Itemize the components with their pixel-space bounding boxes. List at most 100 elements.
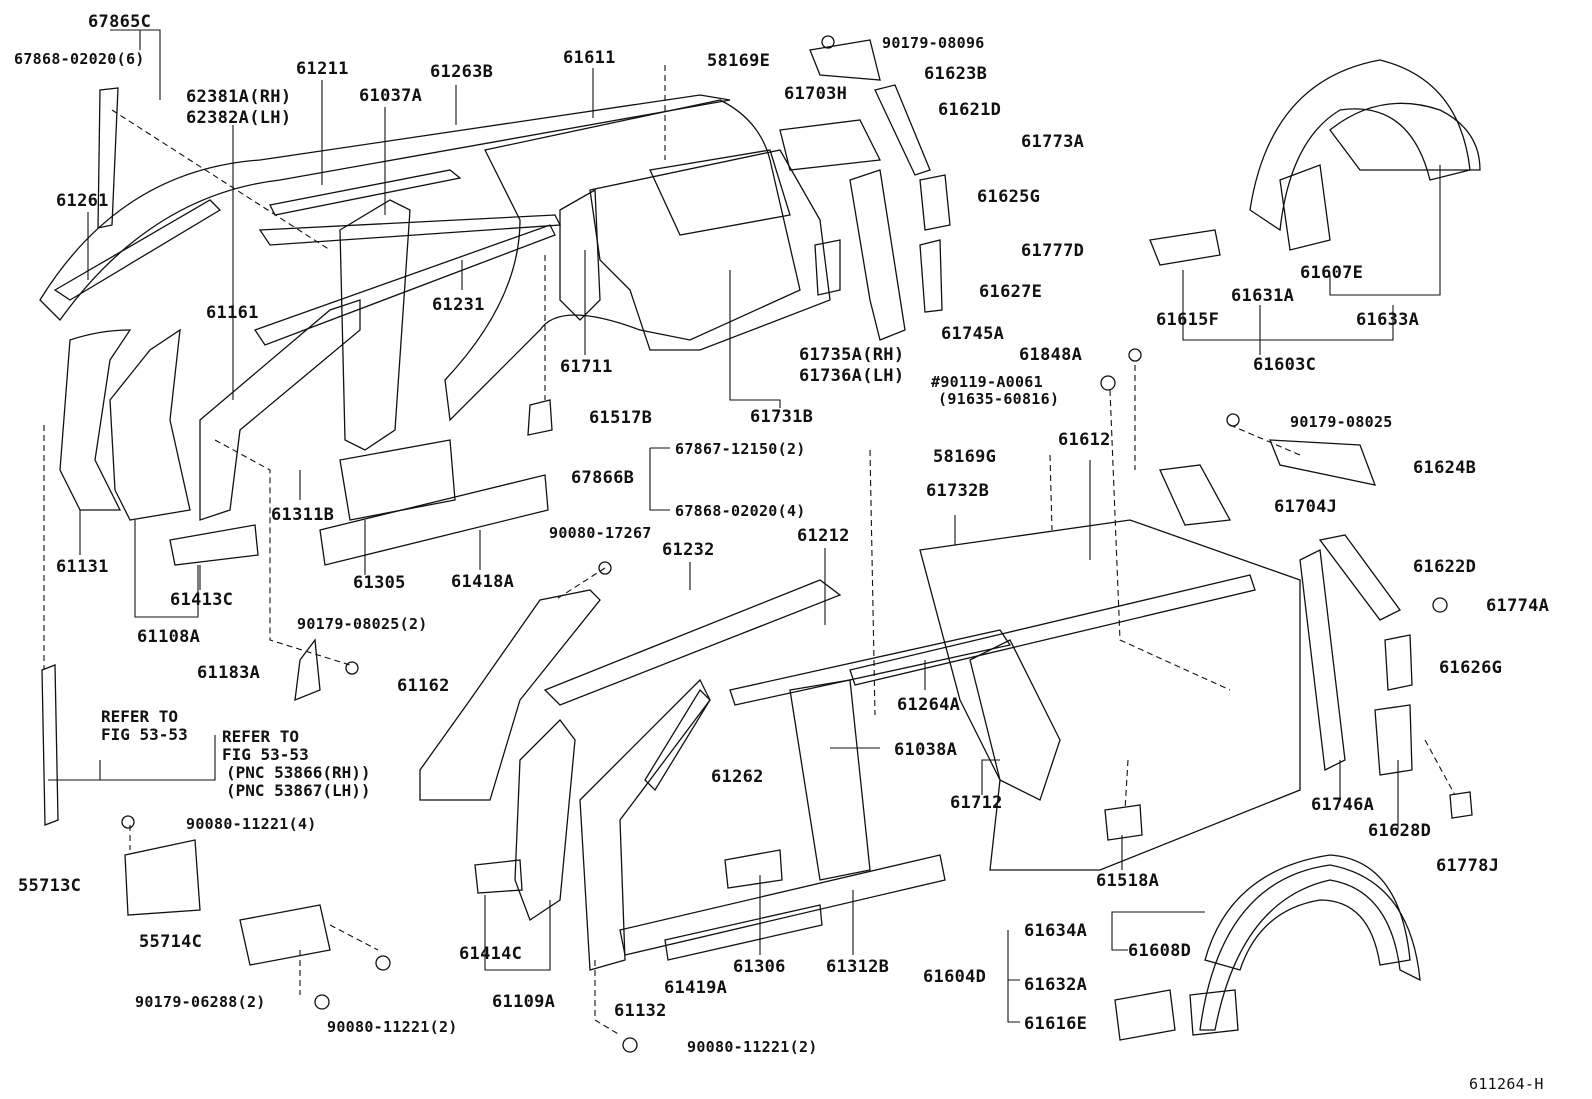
wheel-house-61633A	[1249, 59, 1471, 232]
label-90179-08096: 90179-08096	[882, 34, 985, 52]
bracket-61625G	[919, 174, 951, 231]
bracket-61616E	[1114, 989, 1176, 1041]
label-90080-11221-2a: 90080-11221(2)	[327, 1018, 458, 1036]
clip-61848A	[1128, 348, 1142, 362]
label-61414C: 61414C	[459, 944, 523, 964]
label-61631A: 61631A	[1231, 286, 1295, 306]
label-67866B: 67866B	[571, 468, 635, 488]
label-61306: 61306	[733, 957, 786, 977]
bracket-61626G	[1384, 634, 1413, 691]
label-61212: 61212	[797, 526, 850, 546]
label-61211: 61211	[296, 59, 349, 79]
roof-side-rail	[269, 169, 462, 216]
label-90179-08025: 90179-08025	[1290, 413, 1393, 431]
quarter-61732B	[919, 519, 1301, 871]
front-body-pillar	[109, 328, 191, 521]
bracket-61735A	[814, 239, 841, 296]
strip-61621D	[874, 84, 931, 176]
dash-10	[1229, 424, 1301, 456]
dash-14	[329, 924, 379, 951]
dash-17	[1124, 759, 1129, 811]
refer-note-b-line1: REFER TO	[222, 727, 300, 746]
bracket-61778J	[1449, 791, 1473, 819]
bolt-90080-11221-2a	[375, 955, 391, 971]
label-67865C: 67865C	[88, 12, 152, 32]
rocker-61418A	[319, 474, 549, 566]
window-opening	[649, 149, 791, 236]
label-61232: 61232	[662, 540, 715, 560]
label-67867-12150-2: 67867-12150(2)	[675, 440, 806, 458]
label-61774A: 61774A	[1486, 596, 1550, 616]
refer-note-b-line2: FIG 53-53	[222, 745, 309, 764]
leader-61634A	[1111, 911, 1205, 951]
bracket-61627E	[919, 239, 943, 313]
rocker-61419A	[664, 904, 823, 961]
label-61634A: 61634A	[1024, 921, 1088, 941]
label-61711: 61711	[560, 357, 613, 377]
label-61612: 61612	[1058, 430, 1111, 450]
refer-note-b-line3: (PNC 53866(RH))	[226, 763, 371, 782]
bracket-61615F	[1149, 229, 1221, 266]
nut-90179-08025	[1226, 413, 1240, 427]
label-62382A-LH: 62382A(LH)	[186, 108, 292, 128]
label-61312B: 61312B	[826, 957, 890, 977]
label-61736A-LH: 61736A(LH)	[799, 366, 905, 386]
label-61603C: 61603C	[1253, 355, 1317, 375]
rocker-61312B	[619, 854, 946, 956]
quarter-outer-upper	[444, 99, 801, 422]
label-61264A: 61264A	[897, 695, 961, 715]
label-61611: 61611	[563, 48, 616, 68]
label-61628D: 61628D	[1368, 821, 1432, 841]
bracket-61518A	[1104, 804, 1143, 841]
refer-note-b-line4: (PNC 53867(LH))	[226, 781, 371, 800]
leader-61731B	[729, 270, 781, 408]
bracket-67865C	[97, 87, 119, 229]
roof-rail-strip	[53, 199, 222, 301]
front-pillar-outer	[59, 329, 132, 511]
rail-61212	[729, 629, 1012, 706]
leader-67865C	[110, 29, 161, 100]
panel-61703H	[779, 119, 881, 171]
bracket-55714C	[239, 904, 331, 966]
label-90080-11221-4: 90080-11221(4)	[186, 815, 317, 833]
front-pillar-61109A	[514, 719, 576, 921]
label-61703H: 61703H	[784, 84, 848, 104]
leader-61109A	[484, 895, 551, 971]
panel-61624B	[1269, 439, 1377, 486]
label-61607E: 61607E	[1300, 263, 1364, 283]
label-61038A: 61038A	[894, 740, 958, 760]
label-61131: 61131	[56, 557, 109, 577]
label-61305: 61305	[353, 573, 406, 593]
nut-90179-06288	[314, 994, 330, 1010]
refer-note-a-line2: FIG 53-53	[101, 725, 188, 744]
label-61848A: 61848A	[1019, 345, 1083, 365]
label-61616E: 61616E	[1024, 1014, 1088, 1034]
pillar-61162	[419, 589, 601, 801]
front-pillar-61161	[199, 299, 361, 521]
pillar-61712	[969, 639, 1061, 801]
label-61261: 61261	[56, 191, 109, 211]
label-90080-17267: 90080-17267	[549, 524, 652, 542]
leader-61633A	[1329, 165, 1441, 296]
label-61109A: 61109A	[492, 992, 556, 1012]
dash-11	[554, 567, 606, 601]
label-55713C: 55713C	[18, 876, 82, 896]
bracket-61306	[724, 849, 783, 889]
side-outer-61132	[579, 678, 711, 971]
quarter-inner-upper	[589, 149, 831, 351]
bolt-90080-11221-4	[121, 815, 135, 829]
label-67868-02020-4: 67868-02020(4)	[675, 502, 806, 520]
label-61626G: 61626G	[1439, 658, 1503, 678]
leader-refer	[48, 735, 216, 781]
wheel-house-61607E	[1329, 102, 1481, 171]
bracket-61623B	[809, 39, 881, 81]
center-pillar-61038A	[789, 679, 871, 881]
rocker-61305	[339, 439, 456, 521]
label-90080-11221-2b: 90080-11221(2)	[687, 1038, 818, 1056]
bracket-61631A	[1279, 164, 1331, 251]
bracket-61616E-b	[1189, 989, 1239, 1036]
label-61608D: 61608D	[1128, 941, 1192, 961]
diagram-id: 611264-H	[1469, 1075, 1544, 1093]
